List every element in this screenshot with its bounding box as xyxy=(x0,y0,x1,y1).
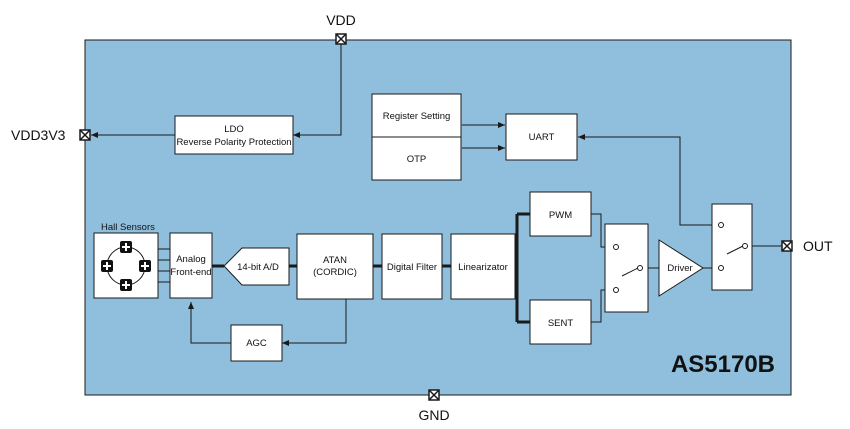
atan-label: ATAN xyxy=(323,255,347,266)
analog-frontend-block xyxy=(169,232,213,299)
pwm-label: PWM xyxy=(549,210,572,221)
vdd3v3-pin-icon xyxy=(79,129,91,141)
hall-element-top-icon xyxy=(120,241,132,253)
driver-block xyxy=(658,239,704,297)
uart-label: UART xyxy=(529,132,555,143)
pwm-block xyxy=(529,191,592,237)
hall-element-left-icon xyxy=(101,260,113,272)
sent-block xyxy=(529,299,592,345)
hall-sensor-ring-icon xyxy=(101,241,151,291)
cordic-label: (CORDIC) xyxy=(313,267,357,278)
wire-vdd-ldo xyxy=(293,44,342,138)
out-pin-icon xyxy=(781,240,793,252)
gnd-pin-label: GND xyxy=(418,407,449,423)
sent-label: SENT xyxy=(548,318,574,329)
hall-element-right-icon xyxy=(139,260,151,272)
wire-agc-afe xyxy=(188,302,231,344)
vdd-pin-icon xyxy=(335,33,347,45)
ldo-label: LDO xyxy=(224,124,244,135)
chip-name: AS5170B xyxy=(671,351,775,378)
agc-label: AGC xyxy=(246,338,267,349)
hall-element-bottom-icon xyxy=(120,279,132,291)
output-switch-icon xyxy=(718,222,748,271)
ldo-sublabel: Reverse Polarity Protection xyxy=(176,137,291,148)
vdd3v3-pin-label: VDD3V3 xyxy=(11,127,66,143)
wire-switch-uart xyxy=(578,134,723,226)
analog-frontend-sublabel: Front-end xyxy=(170,267,211,278)
driver-label: Driver xyxy=(667,263,692,274)
ldo-block xyxy=(174,115,294,155)
atan-cordic-block xyxy=(296,233,374,300)
vdd-pin-label: VDD xyxy=(326,12,356,28)
adc-block xyxy=(223,247,290,286)
adc-label: 14-bit A/D xyxy=(237,262,279,273)
wire-atan-agc xyxy=(282,299,347,346)
digital-filter-label: Digital Filter xyxy=(387,262,437,273)
hall-sensors-label: Hall Sensors xyxy=(101,222,155,233)
selector-switch-icon xyxy=(613,244,643,293)
register-setting-label: Register Setting xyxy=(383,111,451,122)
out-pin-label: OUT xyxy=(803,238,833,254)
otp-label: OTP xyxy=(407,154,427,165)
wire-linearizator-pwm-sent xyxy=(515,212,530,324)
linearizator-block xyxy=(450,233,516,300)
agc-block xyxy=(230,324,283,362)
gnd-pin-icon xyxy=(428,389,440,401)
digital-filter-block xyxy=(381,233,443,300)
analog-frontend-label: Analog xyxy=(176,254,206,265)
linearizator-label: Linearizator xyxy=(458,262,508,273)
uart-block xyxy=(505,113,578,161)
